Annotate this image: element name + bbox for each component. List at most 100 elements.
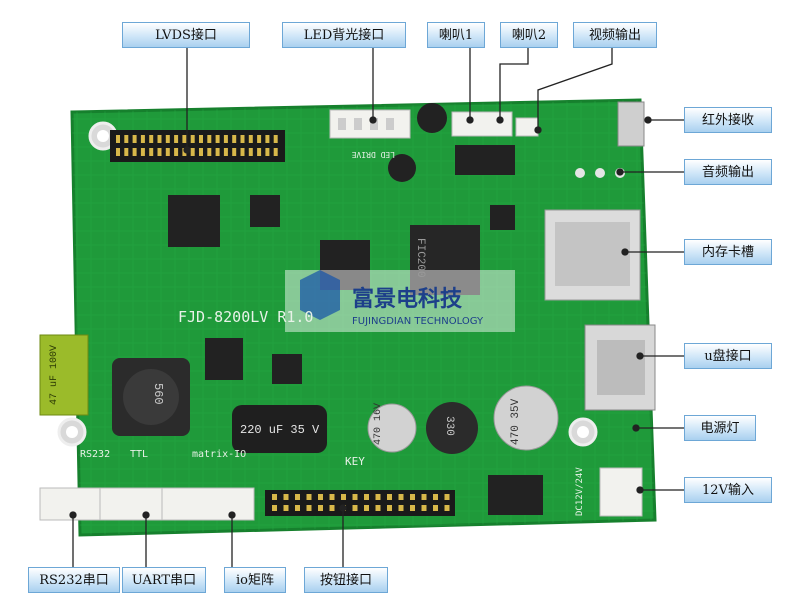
lvds-pin xyxy=(124,135,129,143)
lvds-pin xyxy=(149,135,154,143)
lvds-pin xyxy=(232,135,237,143)
lvds-pin xyxy=(240,135,245,143)
key-pin xyxy=(272,505,277,511)
lvds-pin xyxy=(124,148,129,156)
silk-cap1: 220 uF 35 V xyxy=(240,423,320,437)
key-pin xyxy=(295,494,300,500)
silk-cap-470-35: 470 35V xyxy=(510,398,522,445)
key-pin xyxy=(341,494,346,500)
key-pin xyxy=(329,494,335,500)
key-pin xyxy=(283,494,289,500)
key-pin xyxy=(444,505,450,511)
key-pin xyxy=(364,494,369,500)
mounting-holes xyxy=(57,121,598,447)
ic-chips xyxy=(168,145,543,515)
lvds-pin xyxy=(174,135,179,143)
lvds-pin xyxy=(199,135,203,143)
callout-rs232-port: RS232串口 xyxy=(28,567,120,593)
key-pin xyxy=(318,494,323,500)
key-pin xyxy=(410,505,415,511)
key-pin xyxy=(375,505,381,511)
lvds-pin xyxy=(157,135,162,143)
lvds-pin xyxy=(248,135,253,143)
watermark-text: 富景电科技 xyxy=(352,286,463,312)
lvds-pin xyxy=(240,148,245,156)
silk-dc: DC12V/24V xyxy=(575,467,585,516)
lvds-header xyxy=(110,130,285,162)
callout-led-backlight: LED背光接口 xyxy=(282,22,406,48)
callout-usb-port: u盘接口 xyxy=(684,343,772,369)
key-pin xyxy=(421,494,427,500)
key-pin xyxy=(318,505,323,511)
key-pin xyxy=(306,494,312,500)
lvds-pin xyxy=(207,135,212,143)
key-pin xyxy=(295,505,300,511)
lvds-pin xyxy=(165,148,170,156)
lvds-pin xyxy=(273,148,278,156)
lvds-pin xyxy=(140,135,145,143)
lvds-pin xyxy=(232,148,237,156)
lvds-pin xyxy=(265,135,270,143)
silk-cap-470-16: 470 16V xyxy=(373,403,384,445)
key-pin xyxy=(444,494,450,500)
key-pin xyxy=(283,505,289,511)
key-pin xyxy=(433,505,438,511)
lvds-pin xyxy=(273,135,278,143)
callout-video-out: 视频输出 xyxy=(573,22,657,48)
lvds-pin xyxy=(157,148,162,156)
lvds-pin xyxy=(182,135,187,143)
speaker-connectors xyxy=(451,111,539,137)
callout-lvds: LVDS接口 xyxy=(122,22,250,48)
callout-memory-slot: 内存卡槽 xyxy=(684,239,772,265)
lvds-pin xyxy=(132,148,137,156)
key-pin xyxy=(410,494,415,500)
silk-ind-560: 560 xyxy=(151,383,165,405)
lvds-pin xyxy=(257,148,262,156)
lvds-pin xyxy=(174,148,179,156)
silk-ind-330: 330 xyxy=(443,416,455,436)
lvds-pin xyxy=(223,135,228,143)
key-pin xyxy=(352,494,358,500)
key-pin xyxy=(329,505,335,511)
led-backlight-connector xyxy=(329,109,411,139)
lvds-pin xyxy=(140,148,145,156)
key-pin xyxy=(387,505,392,511)
key-pin xyxy=(421,505,427,511)
watermark-logo xyxy=(285,270,515,332)
silk-key: KEY xyxy=(345,455,365,468)
callout-audio-out: 音频输出 xyxy=(684,159,772,185)
lvds-pin xyxy=(116,135,120,143)
silk-chip-main: FIC200 xyxy=(414,238,426,278)
ir-receiver xyxy=(617,101,645,147)
key-pin xyxy=(398,505,404,511)
power-input-connector xyxy=(599,467,643,517)
lvds-pin xyxy=(116,148,120,156)
callout-button-port: 按钮接口 xyxy=(304,567,388,593)
callout-io-matrix: io矩阵 xyxy=(224,567,286,593)
lvds-pin xyxy=(223,148,228,156)
key-pin xyxy=(387,494,392,500)
lvds-pin xyxy=(215,148,220,156)
lvds-pin xyxy=(215,135,220,143)
lvds-pin xyxy=(149,148,154,156)
callout-ir-receive: 红外接收 xyxy=(684,107,772,133)
usb-port xyxy=(584,324,656,411)
lvds-pin xyxy=(207,148,212,156)
lvds-pin xyxy=(165,135,170,143)
silk-ttl: TTL xyxy=(130,449,148,460)
lvds-pin xyxy=(265,148,270,156)
key-pin xyxy=(272,494,277,500)
lvds-pin xyxy=(257,135,262,143)
lvds-pin xyxy=(199,148,203,156)
key-pin xyxy=(352,505,358,511)
key-pin xyxy=(306,505,312,511)
board-model-label: FJD-8200LV R1.0 xyxy=(178,308,313,326)
callout-speaker2: 喇叭2 xyxy=(500,22,558,48)
key-pin xyxy=(433,494,438,500)
lvds-pin xyxy=(190,148,195,156)
lvds-pin xyxy=(132,135,137,143)
bottom-connectors xyxy=(39,487,455,521)
callout-uart-port: UART串口 xyxy=(122,567,206,593)
lvds-pin xyxy=(248,148,253,156)
